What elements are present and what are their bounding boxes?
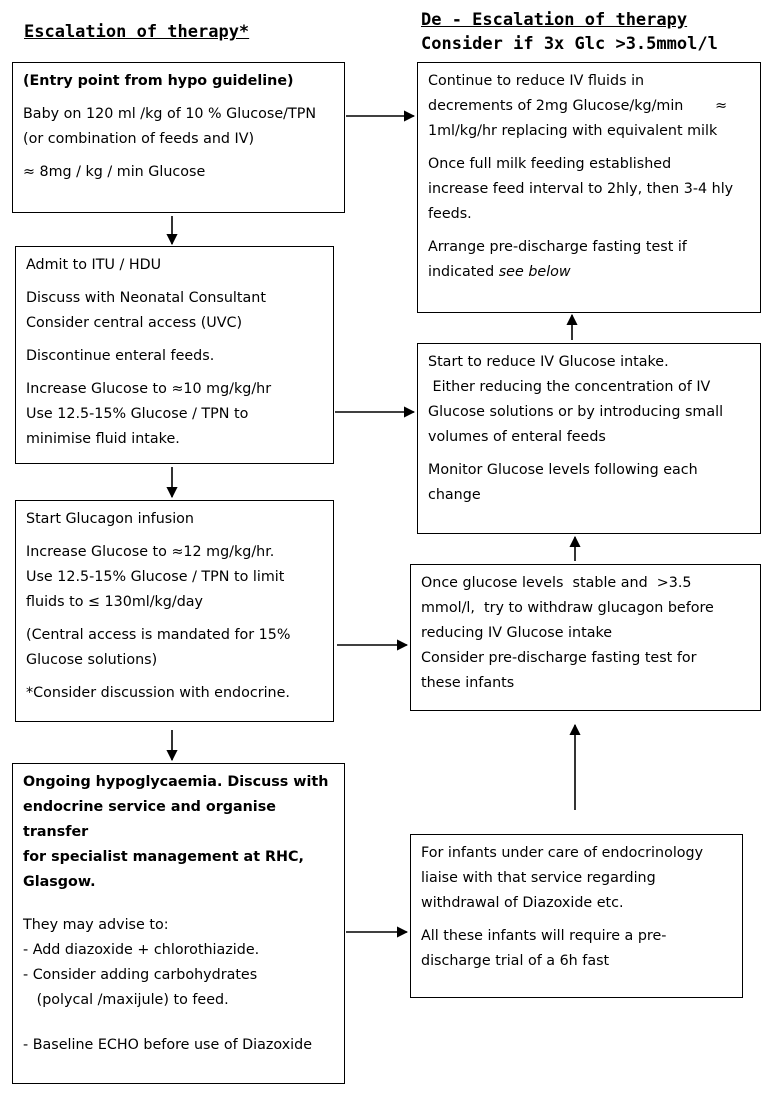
ongoing-title: Ongoing hypoglycaemia. Discuss with: [23, 774, 329, 790]
glucose-stable-box: Once glucose levels stable and >3.5 mmol…: [410, 564, 761, 711]
entry-point-box: (Entry point from hypo guideline) Baby o…: [12, 62, 345, 213]
continue-text: decrements of 2mg Glucose/kg/min ≈: [428, 98, 728, 114]
continue-text: 1ml/kg/hr replacing with equivalent milk: [428, 123, 718, 139]
entry-point-title: (Entry point from hypo guideline): [23, 73, 294, 89]
start-reduce-box: Start to reduce IV Glucose intake. Eithe…: [417, 343, 761, 534]
glucagon-infusion-box: Start Glucagon infusion Increase Glucose…: [15, 500, 334, 722]
deescalation-condition: Consider if 3x Glc >3.5mmol/l: [421, 34, 718, 54]
admit-text: Use 12.5-15% Glucose / TPN to: [26, 406, 249, 422]
admit-itu-box: Admit to ITU / HDU Discuss with Neonatal…: [15, 246, 334, 464]
continue-text: Continue to reduce IV fluids in: [428, 73, 645, 89]
start-reduce-text: change: [428, 487, 481, 503]
admit-text: Discuss with Neonatal Consultant: [26, 290, 266, 306]
start-reduce-text: Start to reduce IV Glucose intake.: [428, 354, 669, 370]
glucagon-text: Glucose solutions): [26, 652, 158, 668]
start-reduce-text: Either reducing the concentration of IV: [428, 379, 711, 395]
glucagon-text: (Central access is mandated for 15%: [26, 627, 291, 643]
admit-text: minimise fluid intake.: [26, 431, 180, 447]
ongoing-text: - Add diazoxide + chlorothiazide.: [23, 942, 260, 958]
deescalation-header: De - Escalation of therapy: [421, 10, 688, 30]
ongoing-hypoglycaemia-box: Ongoing hypoglycaemia. Discuss with endo…: [12, 763, 345, 1084]
glucagon-text: Use 12.5-15% Glucose / TPN to limit: [26, 569, 285, 585]
endocrinology-text: liaise with that service regarding: [421, 870, 656, 886]
endocrinology-text: discharge trial of a 6h fast: [421, 953, 610, 969]
escalation-header: Escalation of therapy*: [24, 22, 250, 42]
glucose-stable-text: reducing IV Glucose intake: [421, 625, 613, 641]
admit-text: Increase Glucose to ≈10 mg/kg/hr: [26, 381, 272, 397]
admit-text: Consider central access (UVC): [26, 315, 243, 331]
ongoing-text: (polycal /maxijule) to feed.: [23, 992, 229, 1008]
continue-text: increase feed interval to 2hly, then 3-4…: [428, 181, 734, 197]
endocrinology-text: All these infants will require a pre-: [421, 928, 667, 944]
start-reduce-text: volumes of enteral feeds: [428, 429, 606, 445]
endocrinology-box: For infants under care of endocrinology …: [410, 834, 743, 998]
continue-text: Arrange pre-discharge fasting test if: [428, 239, 687, 255]
endocrinology-text: For infants under care of endocrinology: [421, 845, 704, 861]
ongoing-text: - Baseline ECHO before use of Diazoxide: [23, 1037, 313, 1053]
endocrinology-text: withdrawal of Diazoxide etc.: [421, 895, 624, 911]
continue-reduce-box: Continue to reduce IV fluids in decremen…: [417, 62, 761, 313]
start-reduce-text: Monitor Glucose levels following each: [428, 462, 698, 478]
continue-text: feeds.: [428, 206, 472, 222]
glucose-stable-text: mmol/l, try to withdraw glucagon before: [421, 600, 714, 616]
glucose-stable-text: Consider pre-discharge fasting test for: [421, 650, 697, 666]
continue-text: Once full milk feeding established: [428, 156, 672, 172]
ongoing-text: They may advise to:: [23, 917, 169, 933]
glucagon-text: Increase Glucose to ≈12 mg/kg/hr.: [26, 544, 275, 560]
ongoing-title: endocrine service and organise transfer: [23, 799, 276, 840]
entry-point-text: ≈ 8mg / kg / min Glucose: [23, 164, 206, 180]
entry-point-text: (or combination of feeds and IV): [23, 131, 255, 147]
continue-text-last: indicated see below: [428, 260, 750, 285]
ongoing-title: Glasgow.: [23, 874, 96, 890]
glucose-stable-text: these infants: [421, 675, 515, 691]
see-below-text: see below: [498, 264, 571, 280]
glucose-stable-text: Once glucose levels stable and >3.5: [421, 575, 692, 591]
continue-text-prefix: indicated: [428, 264, 499, 280]
glucagon-text: fluids to ≤ 130ml/kg/day: [26, 594, 204, 610]
admit-text: Discontinue enteral feeds.: [26, 348, 215, 364]
start-reduce-text: Glucose solutions or by introducing smal…: [428, 404, 724, 420]
admit-text: Admit to ITU / HDU: [26, 257, 162, 273]
glucagon-text: Start Glucagon infusion: [26, 511, 194, 527]
ongoing-title: for specialist management at RHC,: [23, 849, 304, 865]
ongoing-text: - Consider adding carbohydrates: [23, 967, 258, 983]
glucagon-text: *Consider discussion with endocrine.: [26, 685, 290, 701]
entry-point-text: Baby on 120 ml /kg of 10 % Glucose/TPN: [23, 106, 317, 122]
